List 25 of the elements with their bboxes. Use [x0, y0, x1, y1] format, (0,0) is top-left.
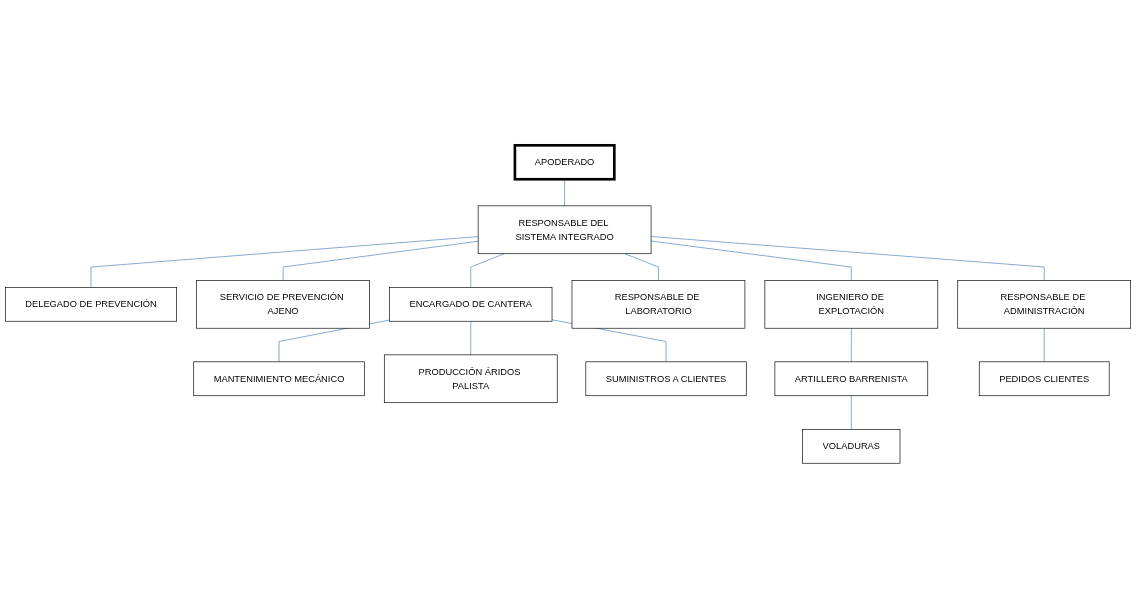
- node-box: SERVICIO DE PREVENCIÓN AJENO: [196, 279, 370, 329]
- connector: [851, 327, 852, 362]
- node-box: ENCARGADO DE CANTERA: [389, 286, 553, 322]
- connector: [90, 235, 479, 288]
- connector: [650, 235, 1045, 281]
- node-box: PRODUCCIÓN ÁRIDOS PALISTA: [383, 354, 558, 403]
- node-box: VOLADURAS: [802, 428, 901, 464]
- node-box: MANTENIMIENTO MECÁNICO: [193, 361, 365, 396]
- node-box: SUMINISTROS A CLIENTES: [585, 361, 747, 396]
- connector: [564, 178, 565, 206]
- connector: [470, 320, 472, 355]
- node-box: DELEGADO DE PREVENCIÓN: [5, 286, 177, 322]
- connector: [624, 253, 659, 281]
- node-box: PEDIDOS CLIENTES: [978, 361, 1110, 396]
- node-box: RESPONSABLE DEL SISTEMA INTEGRADO: [477, 205, 652, 254]
- node-box: ARTILLERO BARRENISTA: [774, 361, 929, 396]
- node-box: RESPONSABLE DE LABORATORIO: [571, 279, 746, 329]
- connector: [1043, 327, 1045, 362]
- node-box: INGENIERO DE EXPLOTACIÓN: [764, 279, 939, 329]
- connector: [851, 395, 852, 430]
- connector: [650, 240, 852, 281]
- connector: [470, 253, 505, 288]
- node-box: APODERADO: [513, 143, 616, 181]
- node-box: RESPONSABLE DE ADMINISTRACIÓN: [957, 279, 1131, 329]
- connector: [282, 240, 479, 281]
